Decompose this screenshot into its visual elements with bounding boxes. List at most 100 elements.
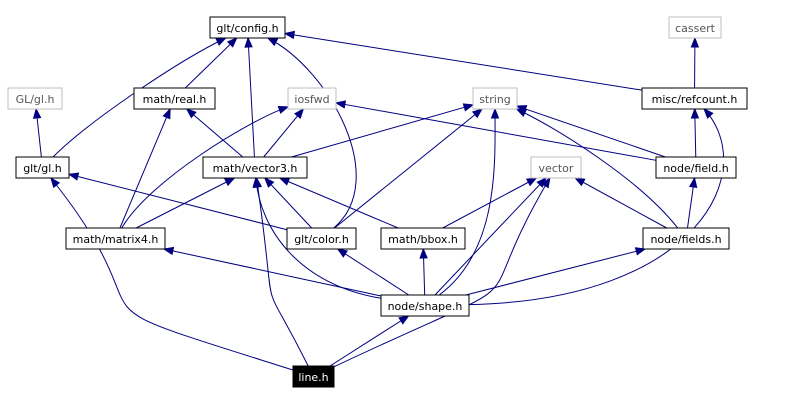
arrowhead-icon (525, 177, 538, 187)
edge-node-shape-to-misc-refcount (468, 107, 725, 306)
node-gl-gl[interactable]: GL/gl.h (7, 87, 63, 110)
edge-misc-refcount-to-glt-config (283, 30, 643, 91)
edge-node-shape-to-string (438, 107, 500, 296)
node-math-bbox[interactable]: math/bbox.h (380, 227, 466, 250)
edges-layer (32, 30, 725, 371)
node-box (287, 87, 337, 110)
edge-node-field-to-misc-refcount (690, 107, 700, 158)
edge-math-vector3-to-math-real (185, 108, 244, 158)
edge-glt-gl-to-gl-gl (32, 107, 42, 158)
arrowhead-icon (67, 172, 80, 181)
node-label: vector (539, 162, 574, 175)
node-box (292, 365, 335, 388)
arrowhead-icon (266, 37, 279, 47)
arrowhead-icon (226, 37, 238, 48)
arrowhead-icon (162, 246, 175, 256)
edge-misc-refcount-to-cassert (690, 36, 700, 89)
arrowhead-icon (490, 107, 500, 119)
node-box (380, 294, 470, 317)
edge-line (438, 108, 496, 296)
edge-line (291, 104, 474, 158)
node-string[interactable]: string (472, 87, 518, 110)
arrowhead-icon (50, 176, 61, 189)
edge-node-fields-to-node-field (686, 176, 698, 229)
arrowhead-icon (462, 103, 475, 112)
arrowhead-icon (689, 176, 698, 188)
arrowhead-icon (263, 176, 275, 188)
arrowhead-icon (634, 247, 647, 256)
edge-line (135, 177, 235, 229)
edge-line (335, 102, 657, 161)
edge-line (442, 177, 537, 229)
node-glt-gl[interactable]: glt/gl.h (15, 156, 70, 179)
node-cassert[interactable]: cassert (668, 16, 722, 39)
arrowhead-icon (703, 107, 714, 119)
edge-line (264, 177, 313, 229)
node-math-matrix4[interactable]: math/matrix4.h (65, 227, 166, 250)
arrowhead-icon (185, 108, 197, 119)
arrowhead-icon (515, 108, 528, 117)
node-label: glt/config.h (216, 22, 278, 35)
arrowhead-icon (690, 107, 700, 119)
arrowhead-icon (294, 107, 305, 120)
node-box (209, 16, 286, 39)
node-math-vector3[interactable]: math/vector3.h (202, 156, 308, 179)
edge-line (329, 315, 409, 367)
node-box (530, 156, 582, 179)
node-node-fields[interactable]: node/fields.h (642, 227, 730, 250)
edge-line-to-node-shape (329, 315, 410, 367)
edge-math-vector3-to-iosfwd (263, 107, 305, 158)
node-label: iosfwd (294, 93, 329, 106)
edge-line (337, 248, 410, 296)
edge-glt-color-to-math-vector3 (263, 176, 313, 229)
edge-line (256, 177, 309, 367)
node-box (641, 87, 748, 110)
node-node-shape[interactable]: node/shape.h (380, 294, 470, 317)
node-math-real[interactable]: math/real.h (133, 87, 216, 110)
edge-line (186, 108, 244, 158)
node-label: glt/color.h (294, 233, 349, 246)
arrowhead-icon (244, 36, 253, 48)
edge-line (516, 108, 679, 229)
node-label: glt/gl.h (23, 162, 62, 175)
edge-glt-color-to-glt-config (266, 37, 357, 229)
edge-node-fields-to-vector (574, 177, 668, 229)
node-glt-config[interactable]: glt/config.h (209, 16, 286, 39)
edge-line (434, 177, 547, 296)
arrowhead-icon (334, 100, 347, 109)
node-label: math/bbox.h (388, 233, 458, 246)
node-glt-color[interactable]: glt/color.h (286, 227, 357, 250)
edge-math-matrix4-to-math-real (119, 107, 171, 229)
node-box (642, 227, 730, 250)
node-vector[interactable]: vector (530, 156, 582, 179)
edge-line (284, 32, 643, 91)
edge-node-field-to-string (515, 105, 666, 158)
edge-line (247, 37, 255, 158)
node-box (655, 156, 737, 179)
node-label: cassert (675, 22, 716, 35)
edge-math-vector3-to-string (291, 103, 475, 158)
edge-line (68, 173, 288, 231)
arrowhead-icon (398, 315, 410, 325)
edge-line (468, 108, 725, 306)
edge-node-fields-to-string (515, 108, 679, 229)
edge-math-matrix4-to-iosfwd (121, 105, 290, 229)
arrowhead-icon (471, 108, 484, 119)
node-box (668, 16, 722, 39)
node-label: node/shape.h (388, 300, 463, 313)
edge-glt-color-to-glt-gl (67, 172, 288, 231)
node-line[interactable]: line.h (292, 365, 335, 388)
edge-node-shape-to-node-fields (465, 247, 647, 296)
edge-line (263, 108, 304, 158)
node-box (202, 156, 308, 179)
node-label: node/field.h (663, 162, 728, 175)
node-node-field[interactable]: node/field.h (655, 156, 737, 179)
arrowhead-icon (278, 177, 291, 186)
node-iosfwd[interactable]: iosfwd (287, 87, 337, 110)
node-misc-refcount[interactable]: misc/refcount.h (641, 87, 748, 110)
edge-line (516, 105, 666, 158)
edge-node-shape-to-glt-color (336, 248, 410, 296)
edge-node-shape-to-math-matrix4 (162, 246, 382, 297)
node-label: math/matrix4.h (73, 233, 159, 246)
